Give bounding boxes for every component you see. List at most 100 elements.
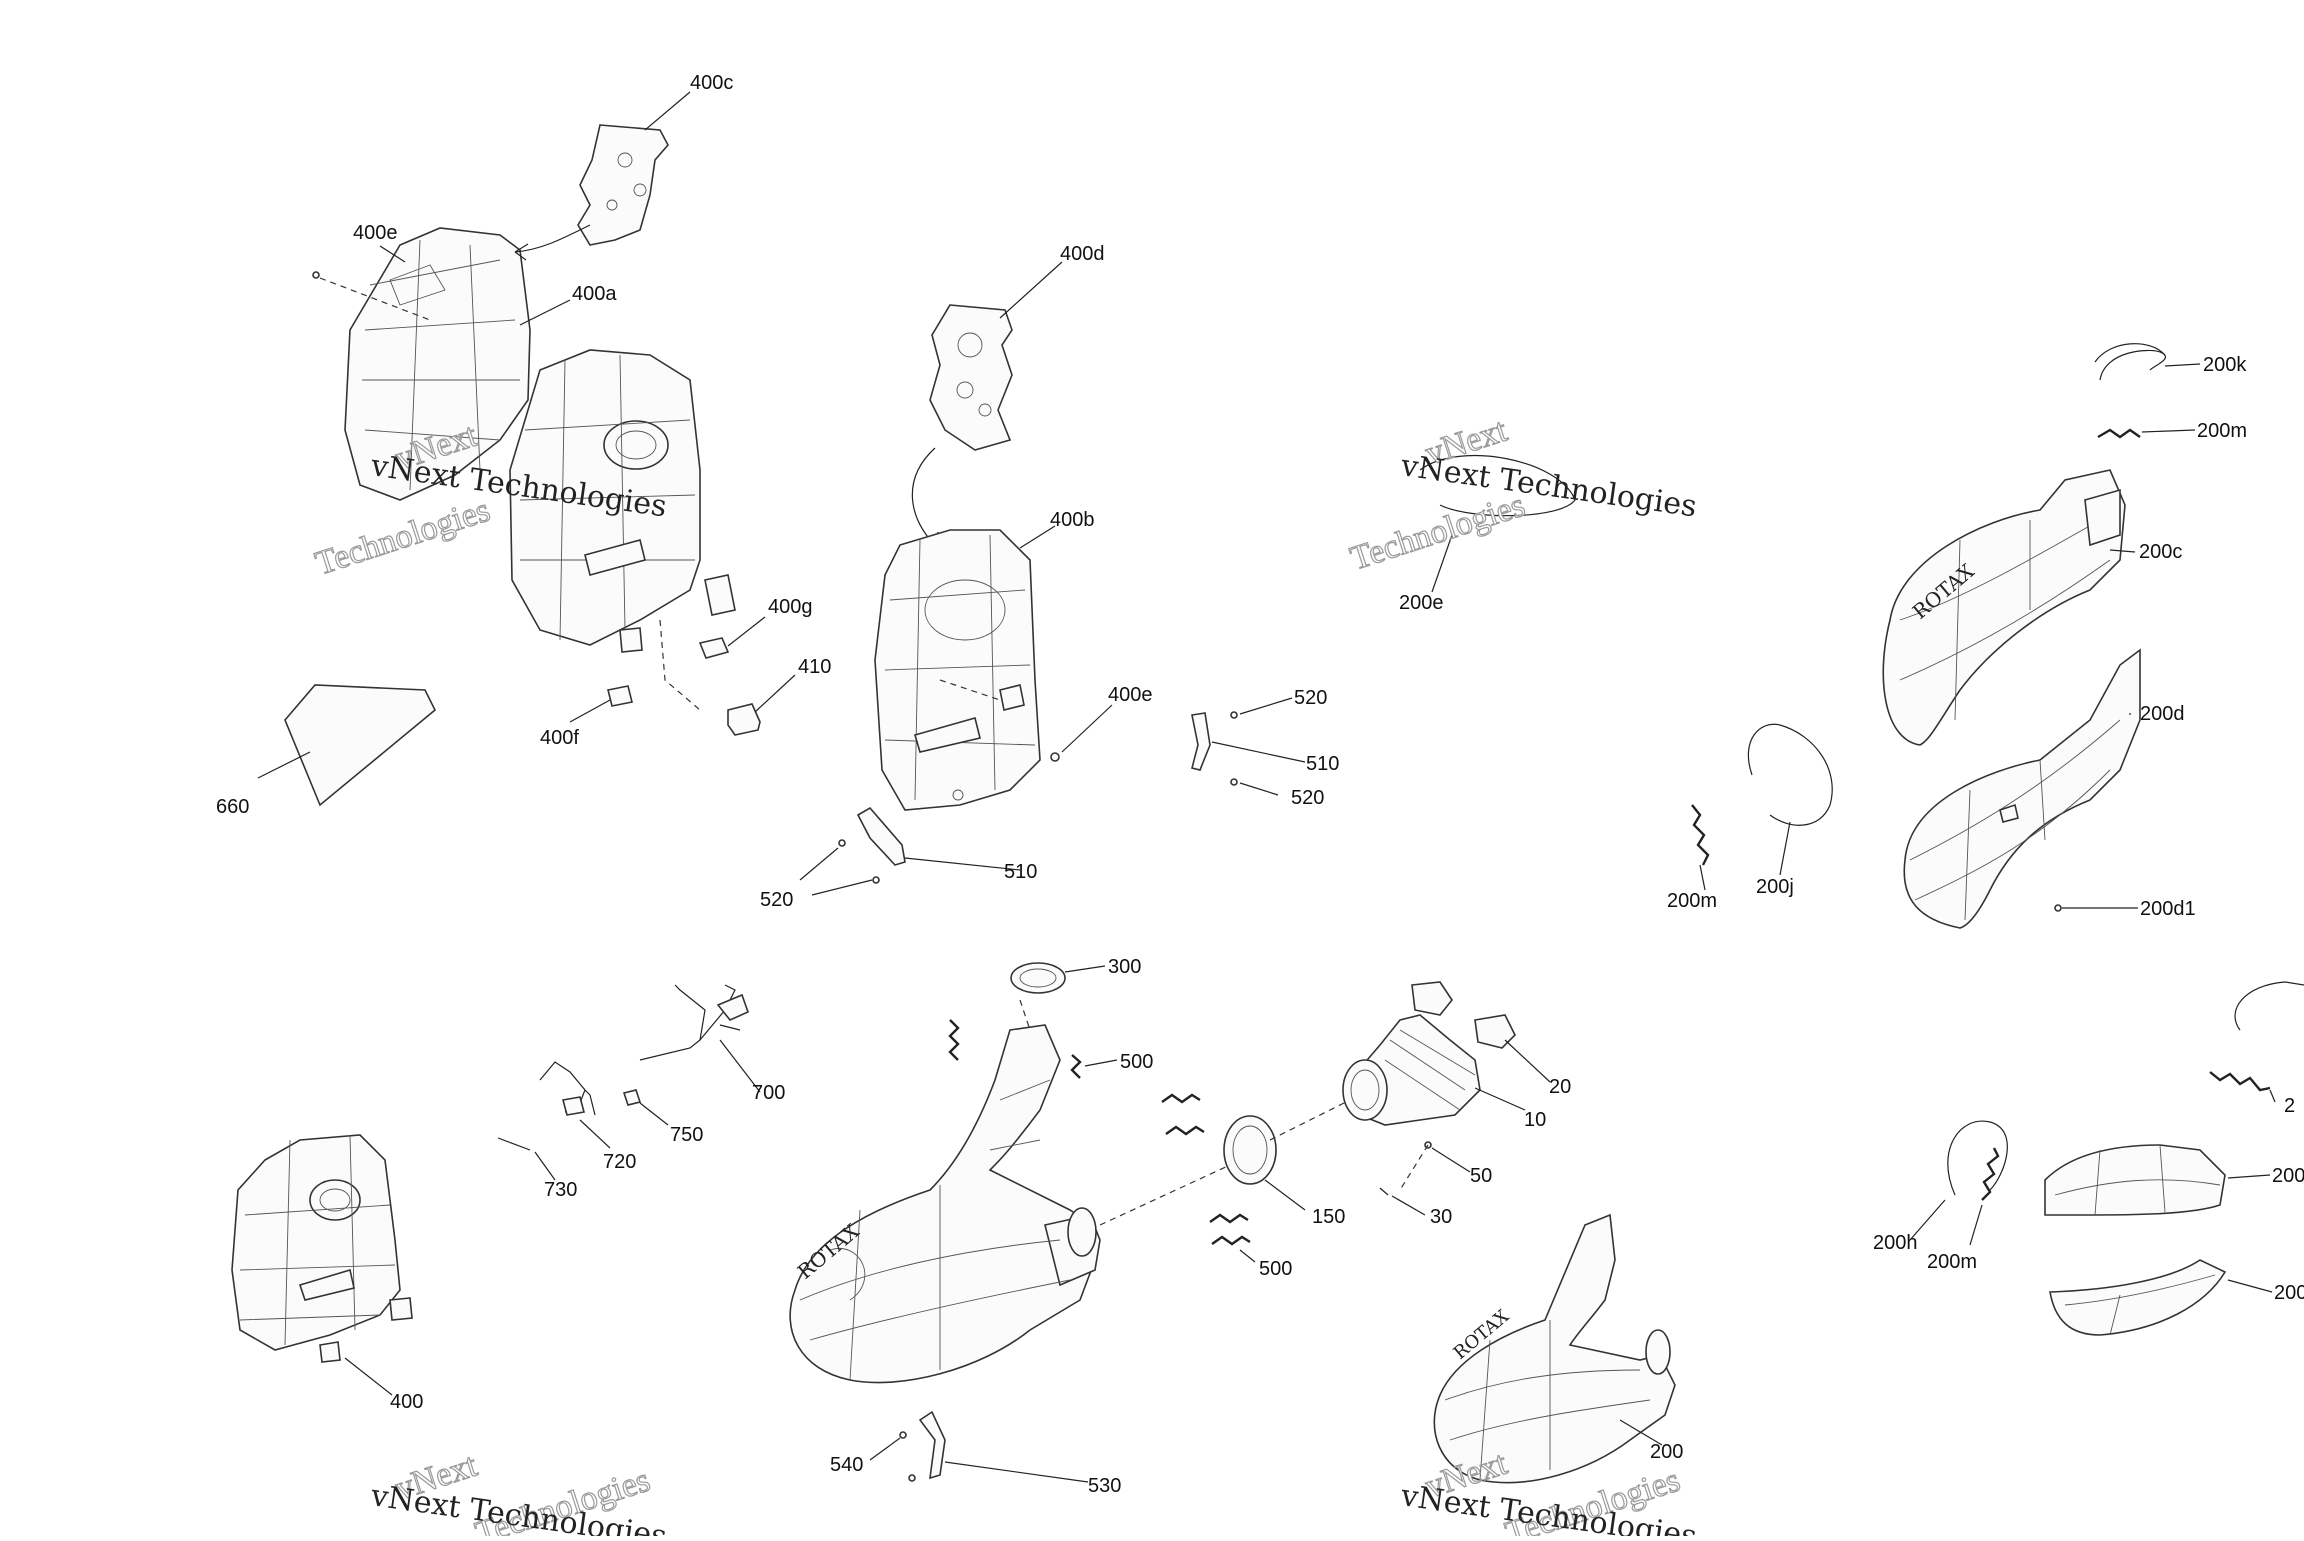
leader-410 (754, 674, 796, 713)
leader-200c (2109, 549, 2136, 553)
leader-200m-a (2141, 429, 2196, 433)
label-200: 200 (1650, 1441, 1683, 1463)
leader-200m-c (1969, 1204, 1983, 1246)
leader-400e-top (379, 245, 406, 263)
part-750-connector (622, 1089, 642, 1106)
leader-200-a (2227, 1174, 2271, 1179)
part-30-screw (1379, 1187, 1389, 1196)
label-410: 410 (798, 656, 831, 678)
part-540-screw-b (908, 1474, 916, 1482)
label-edge-2: 2 (2284, 1095, 2295, 1117)
leader-520-b (1239, 782, 1279, 796)
leader-200-b (2227, 1279, 2273, 1293)
part-200d-silencer-lower (1903, 648, 2141, 929)
part-660-foam (284, 684, 437, 807)
part-700-sensor-harness (639, 984, 750, 1061)
label-50: 50 (1470, 1165, 1492, 1187)
label-400: 400 (390, 1391, 423, 1413)
leader-200j (1779, 821, 1791, 876)
part-520-screw-d (872, 876, 880, 884)
part-300-ring (1010, 962, 1066, 994)
label-200h: 200h (1873, 1232, 1918, 1254)
leader-540 (869, 1437, 901, 1461)
part-airbox-body-upper (509, 349, 736, 653)
label-200m-b: 200m (1667, 890, 1717, 912)
part-200d1-screw (2054, 904, 2062, 912)
leader-200h (1909, 1199, 1946, 1241)
label-720: 720 (603, 1151, 636, 1173)
part-spring-edge-right (2209, 1071, 2271, 1092)
part-200j-ring (1747, 723, 1833, 826)
label-520-a: 520 (1294, 687, 1327, 709)
leader-530 (944, 1461, 1089, 1483)
arrow-head-400c (514, 243, 529, 261)
label-200k: 200k (2203, 354, 2247, 376)
part-500-spring-d (1165, 1125, 1205, 1136)
part-510-bracket-right (1191, 712, 1211, 771)
leader-720 (579, 1119, 611, 1149)
part-20-gasket-a (1411, 981, 1453, 1016)
watermark-top-right: vNext Technologies vNext Technologies (1345, 411, 1698, 578)
label-520-c: 520 (760, 889, 793, 911)
label-400f: 400f (540, 727, 579, 749)
leader-510-a (1211, 741, 1306, 763)
part-200m-spring-mid (1691, 804, 1710, 866)
leader-400d (999, 261, 1063, 319)
watermark-line2: Technologies (311, 492, 494, 583)
label-660: 660 (216, 796, 249, 818)
leader-150 (1264, 1179, 1306, 1211)
label-500-b: 500 (1259, 1258, 1292, 1280)
part-540-screw-a (899, 1431, 907, 1439)
watermark-bottom-left: vNext Technologies vNext Technologies (368, 1446, 669, 1541)
label-200j: 200j (1756, 876, 1794, 898)
assembly-line-30 (1399, 1144, 1429, 1191)
assembly-line-150 (1099, 1164, 1231, 1226)
leader-730 (534, 1151, 556, 1181)
part-400d-gasket (929, 304, 1013, 451)
leader-750 (639, 1102, 669, 1126)
part-200-expansion-chamber-right: ROTAX (1433, 1213, 1676, 1484)
label-200e: 200e (1399, 592, 1444, 614)
label-400b: 400b (1050, 509, 1095, 531)
part-500-spring-c (1161, 1093, 1201, 1104)
label-400a: 400a (572, 283, 617, 305)
label-700: 700 (752, 1082, 785, 1104)
part-400e-screw-top (312, 271, 320, 279)
part-silencer-edge-upper (2044, 1144, 2226, 1216)
label-400e-top: 400e (353, 222, 398, 244)
part-520-screw-c (838, 839, 846, 847)
part-400a-airbox-cover (344, 227, 531, 501)
part-200k-ring (2094, 343, 2167, 381)
part-500-spring-f (1211, 1235, 1251, 1246)
part-200c-silencer-upper: ROTAX (1882, 469, 2126, 746)
leader-400 (344, 1357, 393, 1396)
leader-400e-mid (1061, 704, 1113, 753)
leader-200 (1619, 1419, 1663, 1446)
label-750: 750 (670, 1124, 703, 1146)
watermark-line2: Technologies (1346, 487, 1529, 578)
label-500-a: 500 (1120, 1051, 1153, 1073)
part-400g-clip (698, 637, 730, 659)
leader-20 (1504, 1039, 1551, 1083)
part-520-screw-b (1230, 778, 1238, 786)
leader-30 (1391, 1195, 1426, 1216)
part-500-spring-a (948, 1019, 960, 1061)
label-510-b: 510 (1004, 861, 1037, 883)
label-200c: 200c (2139, 541, 2182, 563)
leader-200k (2164, 363, 2201, 367)
leader-edge (2269, 1089, 2276, 1103)
label-10: 10 (1524, 1109, 1546, 1131)
leader-500-b (1239, 1249, 1256, 1263)
label-530: 530 (1088, 1475, 1121, 1497)
leader-400b (1019, 525, 1056, 549)
part-200e-clamp (1419, 455, 1576, 517)
label-200-a: 200 (2272, 1165, 2304, 1187)
part-150-ring (1223, 1115, 1277, 1185)
label-150: 150 (1312, 1206, 1345, 1228)
leader-50 (1431, 1147, 1471, 1173)
part-10-manifold (1342, 1014, 1481, 1126)
leader-10 (1474, 1087, 1526, 1111)
label-200m-a: 200m (2197, 420, 2247, 442)
label-540: 540 (830, 1454, 863, 1476)
